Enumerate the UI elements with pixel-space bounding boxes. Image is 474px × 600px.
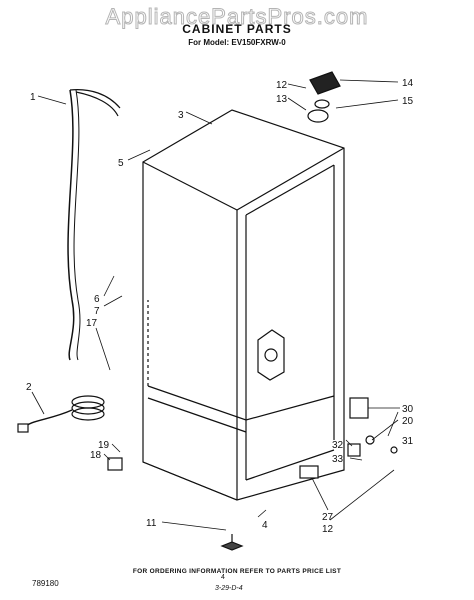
callout-11: 11 xyxy=(146,518,157,529)
diagram-code: 789180 xyxy=(32,579,59,588)
callout-4: 4 xyxy=(262,520,268,531)
page-title: CABINET PARTS xyxy=(182,22,292,36)
callout-5: 5 xyxy=(118,158,124,169)
callout-12-top: 12 xyxy=(276,80,288,91)
leader-lines xyxy=(31,79,400,531)
callout-33: 33 xyxy=(332,454,344,465)
callout-30: 30 xyxy=(402,404,414,415)
callout-2: 2 xyxy=(26,382,32,393)
callout-14: 14 xyxy=(402,78,414,89)
site-watermark: AppliancePartsPros.com xyxy=(105,4,369,30)
model-subtitle: For Model: EV150FXRW-0 xyxy=(188,38,286,47)
callout-20: 20 xyxy=(402,416,414,427)
ordering-info-note: FOR ORDERING INFORMATION REFER TO PARTS … xyxy=(132,568,342,575)
callout-18: 18 xyxy=(90,450,102,461)
callout-3: 3 xyxy=(178,110,184,121)
callout-1: 1 xyxy=(30,92,36,103)
callout-15: 15 xyxy=(402,96,414,107)
page-number: 4 xyxy=(221,574,225,581)
date-code: 3-29-D-4 xyxy=(215,585,243,592)
callout-31: 31 xyxy=(402,436,414,447)
callout-6: 6 xyxy=(94,294,100,305)
callout-19: 19 xyxy=(98,440,110,451)
callout-17: 17 xyxy=(86,318,98,329)
callout-13: 13 xyxy=(276,94,288,105)
cabinet-drawing xyxy=(17,71,398,551)
callout-7: 7 xyxy=(94,306,100,317)
callout-12-bottom: 12 xyxy=(322,524,334,535)
callout-27: 27 xyxy=(322,512,334,523)
callout-32: 32 xyxy=(332,440,344,451)
callout-labels: 1 2 3 4 5 6 7 11 12 12 13 14 15 17 18 19… xyxy=(26,78,414,535)
